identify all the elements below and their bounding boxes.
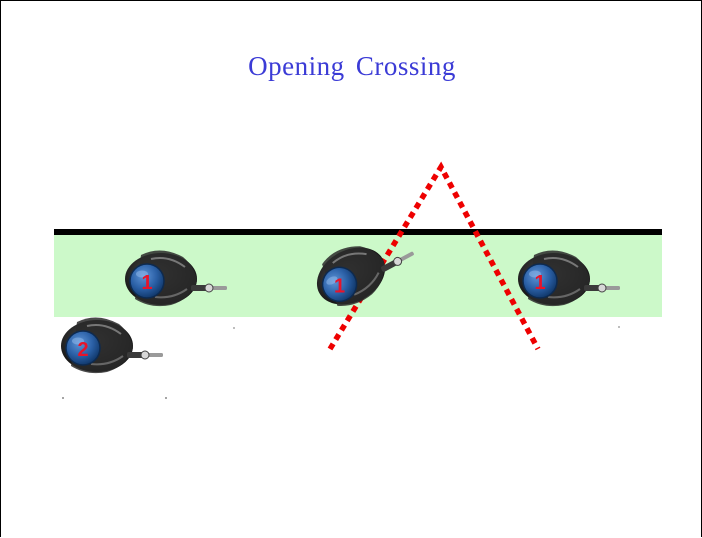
wall-line	[54, 229, 662, 235]
slide-title: Opening Crossing	[248, 51, 456, 81]
robot-number-label: 1	[534, 272, 545, 294]
robot-icon: 1	[124, 249, 228, 308]
robot-icon: 1	[517, 249, 621, 308]
robot-icon: 1	[304, 218, 424, 318]
speck-dot	[62, 397, 64, 399]
robot-icon: 2	[60, 316, 164, 375]
speck-dot	[618, 326, 620, 328]
robot-number-label: 2	[77, 339, 88, 361]
robot-number-label: 1	[334, 275, 345, 297]
speck-dot	[233, 327, 235, 329]
speck-dot	[165, 397, 167, 399]
robot-number-label: 1	[141, 272, 152, 294]
